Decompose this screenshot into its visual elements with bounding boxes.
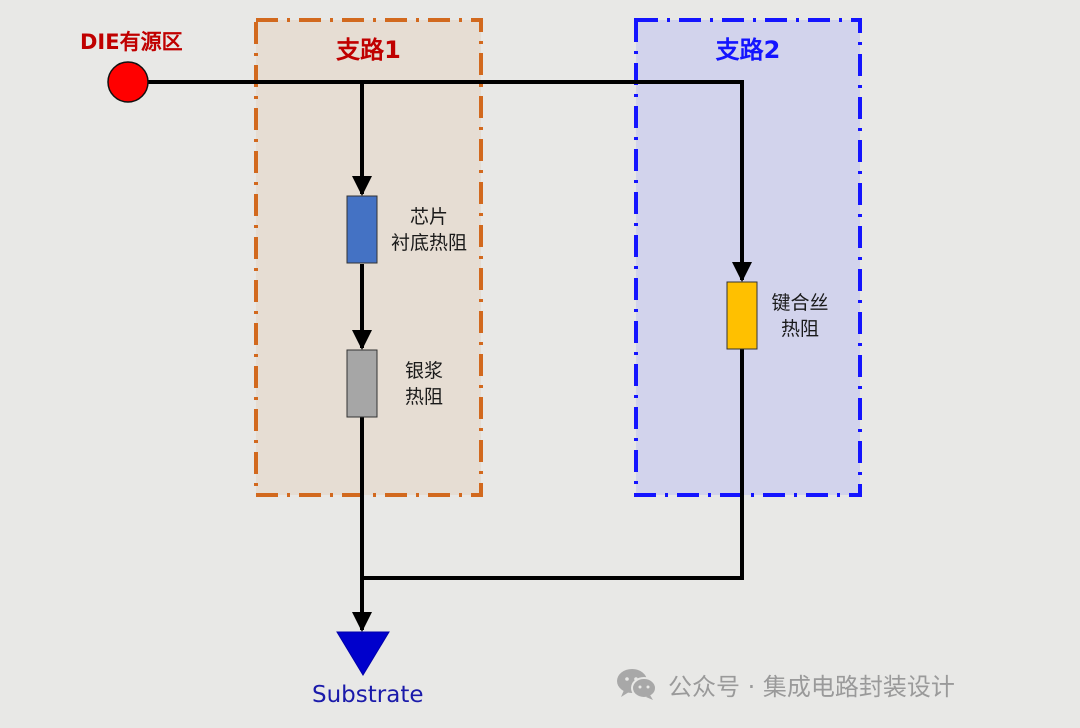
branch2-title: 支路2	[715, 36, 781, 64]
resistor-bond-wire	[726, 281, 758, 350]
resistor-silver-label-line2: 热阻	[404, 386, 443, 408]
watermark: 公众号 · 集成电路封装设计	[616, 664, 955, 704]
branch1-title: 支路1	[336, 36, 401, 64]
substrate-label: Substrate	[312, 682, 424, 708]
source-label: DIE有源区	[80, 30, 183, 54]
resistor-silver-label-line1: 银浆	[404, 360, 443, 382]
ground-symbol	[336, 631, 390, 676]
resistor-silver-paste	[346, 349, 378, 418]
resistor-chip-label-line2: 衬底热阻	[390, 232, 467, 254]
wechat-icon	[617, 669, 657, 700]
resistor-bond-wire-label-line2: 热阻	[780, 318, 819, 340]
wires	[148, 80, 752, 632]
resistor-chip-label-line1: 芯片	[409, 206, 448, 228]
resistor-bond-wire-label: 键合丝 热阻	[764, 290, 836, 342]
resistor-bond-wire-label-line1: 键合丝	[771, 292, 829, 314]
watermark-text: 公众号 · 集成电路封装设计	[668, 672, 955, 701]
resistor-chip-label: 芯片 衬底热阻	[383, 204, 475, 256]
resistor-chip-substrate	[346, 195, 378, 264]
resistor-silver-label: 银浆 热阻	[398, 358, 450, 410]
branch2-box	[634, 18, 862, 497]
source-node	[107, 61, 149, 103]
